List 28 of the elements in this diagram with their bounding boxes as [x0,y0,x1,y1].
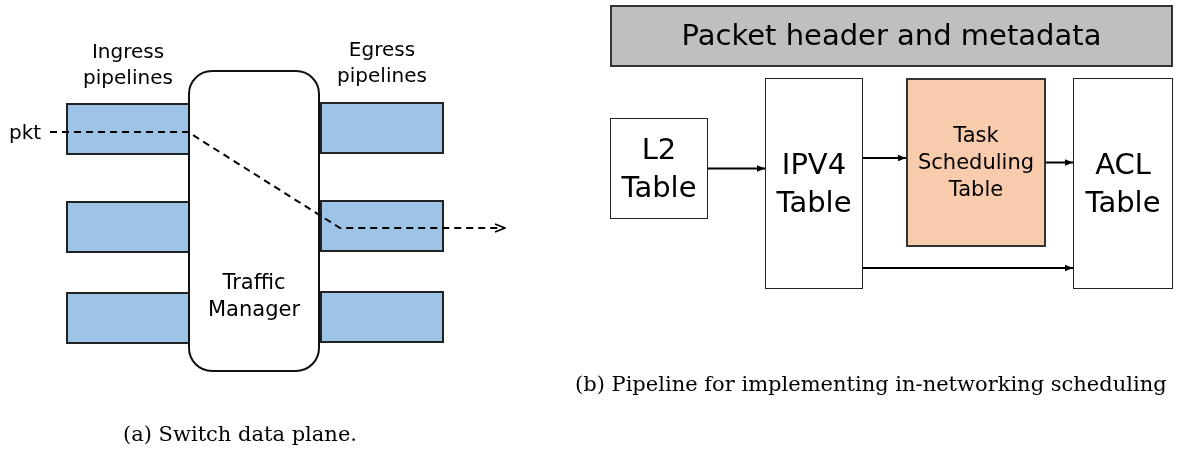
pipeline-box [320,291,444,343]
header-bar [610,5,1173,67]
pipeline-box [320,102,444,154]
traffic-manager-box [188,70,320,372]
pipeline-box [66,103,190,155]
arrow [862,154,907,162]
arrow [707,165,766,172]
arrow [1045,159,1074,166]
pipeline-box [66,292,190,344]
node-text: L2 Table [620,130,698,206]
pipeline-box [66,201,190,253]
table-box [765,78,863,289]
group-label: Egress pipelines [336,36,428,88]
caption: (b) Pipeline for implementing in-networking scheduling [575,371,1168,398]
group-label: Ingress pipelines [82,38,174,90]
packet-path-arrow [49,131,506,233]
node-text: Traffic Manager [206,268,302,323]
table-box [610,118,708,219]
pipeline-box [320,200,444,252]
node-text: Task Scheduling Table [916,121,1036,204]
node-text: Packet header and metadata [681,17,1102,55]
packet-label: pkt [4,118,46,146]
caption: (a) Switch data plane. [122,421,358,448]
table-box [1073,78,1173,289]
table-box [906,78,1046,247]
arrow [862,264,1074,272]
node-text: IPV4 Table [775,145,853,221]
node-text: ACL Table [1084,145,1162,221]
